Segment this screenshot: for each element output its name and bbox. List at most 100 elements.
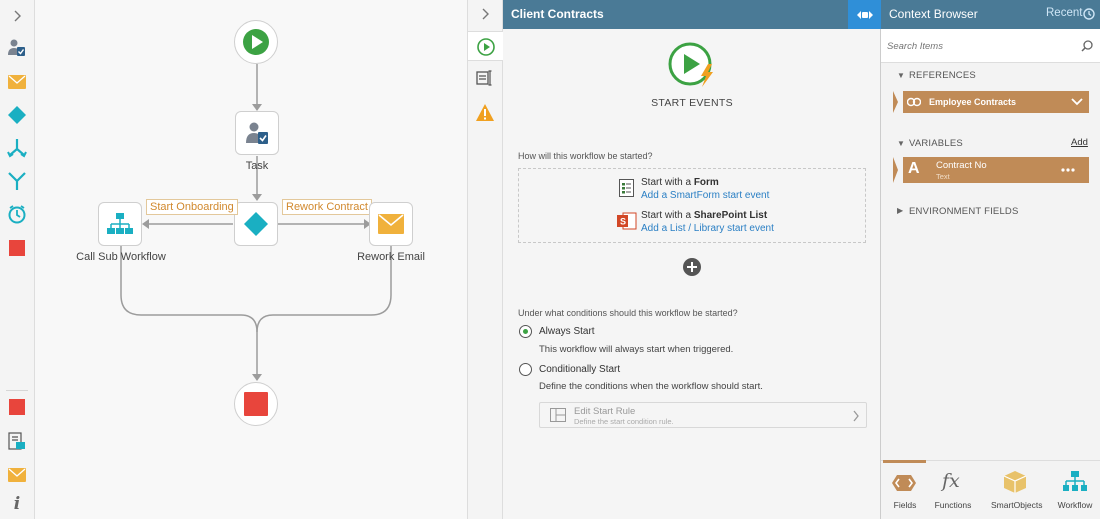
svg-text:S: S — [620, 217, 626, 227]
references-section-label[interactable]: REFERENCES — [909, 70, 976, 81]
warning-icon[interactable] — [475, 102, 495, 122]
conditionally-start-radio[interactable] — [519, 363, 532, 376]
search-bar — [881, 29, 1100, 63]
environment-expand-caret[interactable]: ▶ — [897, 206, 904, 215]
edit-start-rule-button[interactable]: Edit Start Rule Define the start conditi… — [539, 402, 867, 428]
play-icon — [243, 29, 269, 55]
email-icon — [378, 214, 404, 234]
task-node-label: Task — [245, 160, 269, 172]
recent-link[interactable]: Recent — [1046, 7, 1083, 19]
start-node[interactable] — [234, 20, 278, 64]
rework-contract-line-label[interactable]: Rework Contract — [282, 199, 372, 215]
workflow-canvas[interactable]: Task Start Onboarding Rework Contract Ca… — [35, 0, 468, 519]
expand-arrows-icon — [856, 10, 873, 19]
toolbar-divider — [6, 390, 28, 391]
timer-icon[interactable] — [7, 204, 27, 224]
chevron-down-icon[interactable] — [1071, 98, 1083, 106]
email-icon[interactable] — [7, 72, 27, 92]
call-sub-workflow-node[interactable] — [98, 202, 142, 246]
start-events-panel: Client Contracts START EVENTS How will t… — [503, 0, 881, 519]
tab-properties-icon[interactable] — [475, 68, 495, 88]
workflow-tree-icon[interactable] — [7, 431, 27, 451]
call-sub-workflow-label: Call Sub Workflow — [76, 251, 166, 263]
chevron-right-icon — [853, 410, 859, 422]
smartobjects-tab-label[interactable]: SmartObjects — [991, 500, 1043, 510]
employee-contracts-reference[interactable]: Employee Contracts — [893, 91, 1089, 113]
variables-collapse-caret[interactable]: ▼ — [897, 139, 905, 148]
sub-workflow-icon — [107, 213, 133, 234]
workflow-tab-label[interactable]: Workflow — [1057, 500, 1093, 510]
edit-start-rule-subtitle: Define the start condition rule. — [574, 417, 674, 426]
decision-node[interactable] — [234, 202, 278, 246]
sharepoint-option-text: Start with a SharePoint List — [641, 210, 767, 221]
conditionally-start-description: Define the conditions when the workflow … — [539, 381, 763, 392]
panel-title: Client Contracts — [503, 0, 881, 29]
tag-notch — [893, 157, 903, 183]
tag-notch — [893, 91, 903, 113]
smartobjects-tab-icon[interactable] — [1003, 470, 1027, 497]
add-start-event-button[interactable] — [683, 258, 701, 279]
start-question: How will this workflow be started? — [518, 151, 653, 161]
add-smartform-start-event-link[interactable]: Add a SmartForm start event — [641, 190, 770, 201]
form-icon — [619, 179, 634, 197]
user-task-icon[interactable] — [7, 38, 27, 58]
contract-no-label: Contract No — [936, 160, 987, 171]
split-icon[interactable] — [7, 138, 27, 158]
merge-icon[interactable] — [7, 171, 27, 191]
add-list-library-start-event-link[interactable]: Add a List / Library start event — [641, 223, 774, 234]
variables-section-label[interactable]: VARIABLES — [909, 138, 963, 149]
context-browser-title: Context Browser — [889, 7, 978, 21]
start-events-label: START EVENTS — [651, 97, 733, 109]
expand-panel-button[interactable] — [848, 0, 881, 29]
form-option-text: Start with a Form — [641, 177, 719, 188]
reference-icon — [907, 97, 921, 107]
connector-lines — [120, 64, 392, 381]
stop-icon[interactable] — [7, 238, 27, 258]
user-task-icon — [246, 122, 268, 144]
start-options-box: Start with a Form Add a SmartForm start … — [518, 168, 866, 243]
end-node[interactable] — [234, 382, 278, 426]
contract-no-type: Text — [936, 172, 950, 181]
tab-start-events[interactable] — [468, 31, 503, 61]
expand-chevron-icon[interactable] — [475, 4, 495, 24]
functions-tab-icon[interactable]: fx — [942, 470, 960, 492]
sharepoint-icon: S — [617, 212, 637, 230]
always-start-radio[interactable] — [519, 325, 532, 338]
add-variable-link[interactable]: Add — [1071, 137, 1088, 148]
plus-circle-icon — [683, 258, 701, 276]
decision-diamond-icon — [244, 212, 268, 236]
fields-tab-label[interactable]: Fields — [893, 500, 917, 510]
search-input[interactable] — [887, 37, 1067, 55]
search-icon[interactable] — [1081, 40, 1093, 52]
decision-diamond-icon[interactable] — [7, 105, 27, 125]
play-circle-icon — [477, 38, 495, 56]
text-type-icon: A — [908, 160, 920, 177]
info-icon[interactable]: i — [13, 494, 21, 514]
task-node[interactable] — [235, 111, 279, 155]
fields-tab-icon[interactable] — [891, 474, 917, 495]
contract-no-variable[interactable]: A Contract No Text — [893, 157, 1089, 183]
clock-icon[interactable] — [1083, 8, 1095, 20]
functions-tab-label[interactable]: Functions — [934, 500, 972, 510]
stop-icon[interactable] — [7, 397, 27, 417]
context-browser: Context Browser Recent ▼ REFERENCES Empl… — [881, 0, 1100, 519]
more-options-icon[interactable] — [1061, 168, 1075, 172]
active-tab-indicator — [883, 460, 926, 463]
rework-email-label: Rework Email — [357, 251, 425, 263]
form-option-bold: Form — [693, 177, 719, 188]
rework-email-node[interactable] — [369, 202, 413, 246]
context-browser-header: Context Browser Recent — [881, 0, 1100, 29]
environment-fields-section-label[interactable]: ENVIRONMENT FIELDS — [909, 206, 1019, 217]
start-onboarding-line-label[interactable]: Start Onboarding — [146, 199, 238, 215]
edit-start-rule-title: Edit Start Rule — [574, 406, 636, 417]
expand-chevron-icon[interactable] — [7, 6, 27, 26]
stop-icon — [244, 392, 268, 416]
tools-toolbar: i — [0, 0, 35, 519]
email-icon[interactable] — [7, 465, 27, 485]
workflow-tab-icon[interactable] — [1063, 471, 1087, 496]
employee-contracts-label: Employee Contracts — [929, 97, 1017, 107]
panel-side-tabs — [468, 0, 503, 519]
form-option-prefix: Start with a — [641, 177, 694, 188]
references-collapse-caret[interactable]: ▼ — [897, 71, 905, 80]
context-browser-bottom-tabs — [881, 460, 1100, 519]
